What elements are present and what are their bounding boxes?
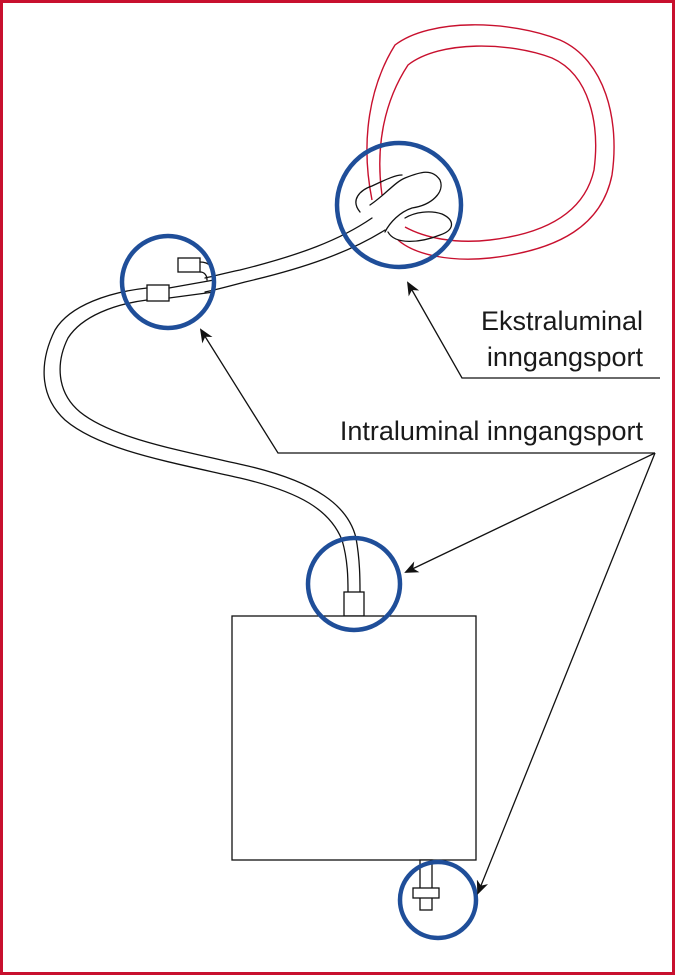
pointer-intraluminal xyxy=(199,328,656,895)
pointer-extraluminal xyxy=(407,281,660,379)
catheter-tubing xyxy=(43,171,453,617)
label-extraluminal-line1: Ekstraluminal xyxy=(481,306,643,336)
drain-valve xyxy=(412,859,440,911)
ring-bag-inlet xyxy=(305,535,403,633)
label-intraluminal: Intraluminal inngangsport xyxy=(340,416,644,446)
ring-drain-valve xyxy=(397,859,479,941)
label-extraluminal-line2: inngangsport xyxy=(487,342,644,372)
ring-connector xyxy=(119,233,217,331)
ring-catheter-tip xyxy=(334,140,464,270)
red-catheter-loop xyxy=(366,24,615,260)
drainage-bag xyxy=(231,615,477,861)
